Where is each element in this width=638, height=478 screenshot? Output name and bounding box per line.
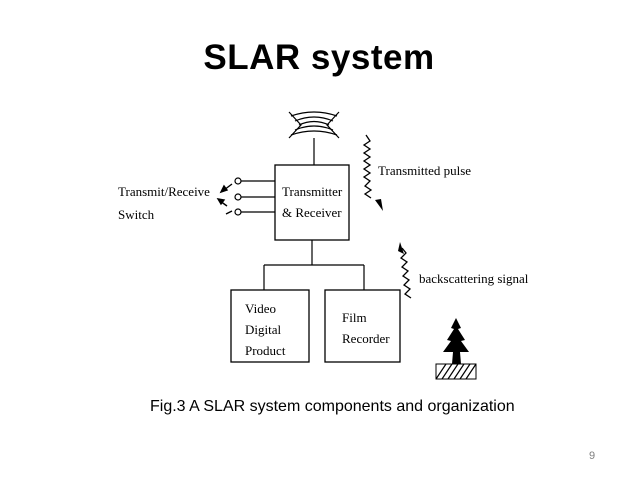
antenna-icon (288, 111, 340, 165)
transceiver-label-line2: & Receiver (282, 205, 342, 220)
video-label-line1: Video (245, 301, 276, 316)
tree-icon (435, 318, 477, 380)
page-number: 9 (589, 450, 596, 462)
video-label-line3: Product (245, 343, 286, 358)
switch-label-line1: Transmit/Receive (118, 184, 210, 199)
connector-lines (263, 240, 365, 290)
film-recorder-box (324, 289, 401, 363)
film-label-line2: Recorder (342, 331, 390, 346)
switch-contact-icon (216, 183, 233, 215)
transmitted-pulse-arrowhead (375, 199, 383, 211)
video-product-box (230, 289, 310, 363)
backscatter-arrow (399, 247, 412, 299)
film-label-line1: Film (342, 310, 367, 325)
backscatter-label: backscattering signal (419, 271, 529, 286)
figure-caption: Fig.3 A SLAR system components and organ… (150, 398, 515, 415)
transmitted-pulse-label: Transmitted pulse (378, 163, 471, 178)
ground-surface-icon (435, 363, 477, 380)
transmitted-pulse-arrow (362, 134, 373, 199)
video-label-line2: Digital (245, 322, 281, 337)
slide-title: SLAR system (203, 38, 435, 77)
transceiver-box (274, 164, 350, 241)
transceiver-label-line1: Transmitter (282, 184, 343, 199)
switch-wiring (234, 177, 275, 216)
backscatter-arrowhead (398, 242, 404, 254)
switch-label-line2: Switch (118, 207, 155, 222)
